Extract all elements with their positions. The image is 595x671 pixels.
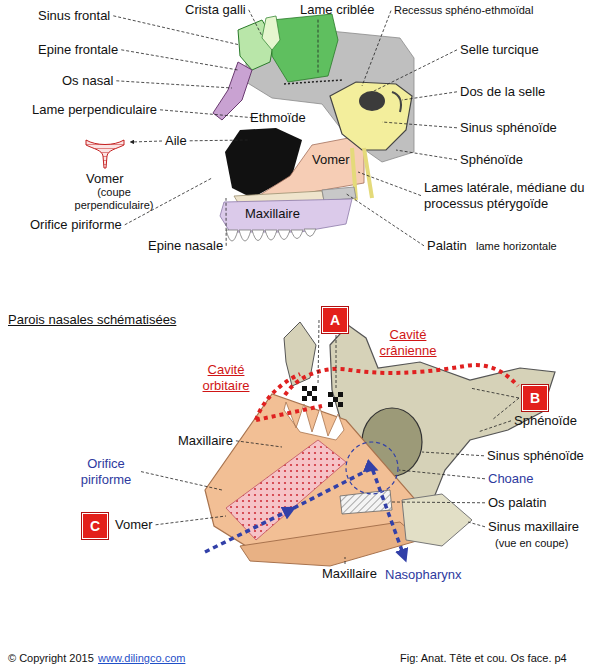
crista-galli (262, 16, 280, 50)
nasal-bone (213, 62, 252, 120)
leader-line (345, 193, 424, 246)
leader-line (121, 50, 238, 70)
part-label: Orifice piriforme (30, 217, 122, 233)
leader-line (156, 516, 226, 525)
part-label: Epine frontale (38, 42, 118, 58)
ethmoid-upper (272, 14, 338, 82)
leader-line (392, 502, 485, 504)
part-label: Lame criblée (300, 2, 374, 18)
vomer-section-symbol (86, 140, 124, 168)
website-link: www.dilingco.com (98, 652, 185, 665)
leader-line (399, 470, 485, 479)
part-label: Selle turcique (460, 42, 539, 58)
callout-box: A (322, 307, 348, 333)
airflow-arrow (205, 468, 404, 556)
teeth (226, 229, 316, 241)
part-label: Os palatin (488, 495, 547, 511)
callout-letter: A (330, 313, 340, 327)
leader-line (362, 11, 391, 86)
choana-outline (346, 442, 398, 494)
part-label: Sphénoïde (514, 413, 577, 429)
leader-line (478, 421, 511, 432)
palatine-bone (340, 490, 392, 514)
symbol-label: Vomer (86, 171, 124, 187)
callout-box: B (522, 385, 548, 411)
part-label: Lame perpendiculaire (32, 102, 157, 118)
path-label: Nasopharynx (385, 567, 462, 583)
leader-line (236, 441, 282, 447)
part-label: Sinus sphénoïde (487, 448, 584, 464)
part-label: Sinus maxillaire (488, 519, 579, 535)
leader-line (396, 150, 457, 160)
region-label: Cavité orbitaire (196, 362, 256, 393)
part-label: Aile (165, 133, 187, 149)
leader-line (382, 122, 457, 128)
cribriform-plate (284, 80, 342, 84)
leader-line (402, 92, 457, 100)
leader-line (358, 172, 421, 196)
sphenoid-wing (284, 322, 316, 386)
bone-label: Ethmoïde (250, 110, 306, 126)
leader-line (372, 50, 457, 92)
leader-line (470, 388, 519, 398)
leader-line (345, 557, 346, 564)
part-label: Os nasal (62, 73, 113, 89)
dorsum-sellae (392, 92, 401, 112)
cribriform-checker (302, 386, 343, 407)
path-label: Orifice piriforme (74, 456, 138, 487)
part-label: Lames latérale, médiane du processus pté… (424, 180, 592, 211)
region-label: Cavité crânienne (372, 327, 444, 358)
figure-reference: Fig: Anat. Tête et cou. Os face. p4 (400, 652, 567, 665)
leader-line (190, 140, 250, 142)
pterygoid-plate (364, 148, 372, 198)
orbital-cavity-outline (256, 374, 322, 420)
part-label: Palatin (427, 238, 467, 254)
leader-line (113, 16, 240, 45)
part-label: Maxillaire (178, 433, 233, 449)
part-label: Epine nasale (148, 238, 223, 254)
part-note: (vue en coupe) (495, 537, 568, 550)
part-label: Recessus sphéno-ethmoïdal (394, 4, 533, 17)
callout-letter: C (90, 519, 100, 533)
part-label: Sinus sphénoïde (460, 120, 557, 136)
copyright-note: © Copyright 2015 (8, 652, 94, 665)
part-label: Vomer (115, 517, 153, 533)
leader-line (226, 198, 227, 246)
part-note: lame horizontale (476, 240, 557, 253)
figure-title: Parois nasales schématisées (8, 312, 176, 328)
leader-line (318, 320, 319, 384)
leader-line (336, 335, 337, 390)
leader-line (141, 472, 222, 490)
sphenoid-bone (330, 82, 412, 150)
maxilla-floor (240, 522, 420, 566)
callout-letter: B (530, 391, 540, 405)
part-label: Sphénoïde (460, 152, 523, 168)
part-label: Crista galli (185, 2, 246, 18)
maxilla (220, 199, 352, 232)
leader-line (160, 110, 256, 118)
part-label: Dos de la selle (460, 84, 545, 100)
callout-box: C (82, 513, 108, 539)
part-label: Maxillaire (322, 566, 377, 582)
leader-line (422, 452, 484, 456)
bone-label: Vomer (312, 152, 350, 168)
leader-line (318, 20, 319, 74)
path-label: Choane (488, 471, 534, 487)
part-label: Sinus frontal (38, 8, 110, 24)
sphenoid-sinus (359, 91, 385, 111)
leader-line (116, 81, 232, 88)
leader-arrow (132, 141, 162, 142)
leader-line (249, 10, 262, 36)
symbol-note: (coupe perpendiculaire) (64, 186, 164, 212)
bone-label: Maxillaire (245, 206, 300, 222)
leader-line (468, 522, 485, 527)
